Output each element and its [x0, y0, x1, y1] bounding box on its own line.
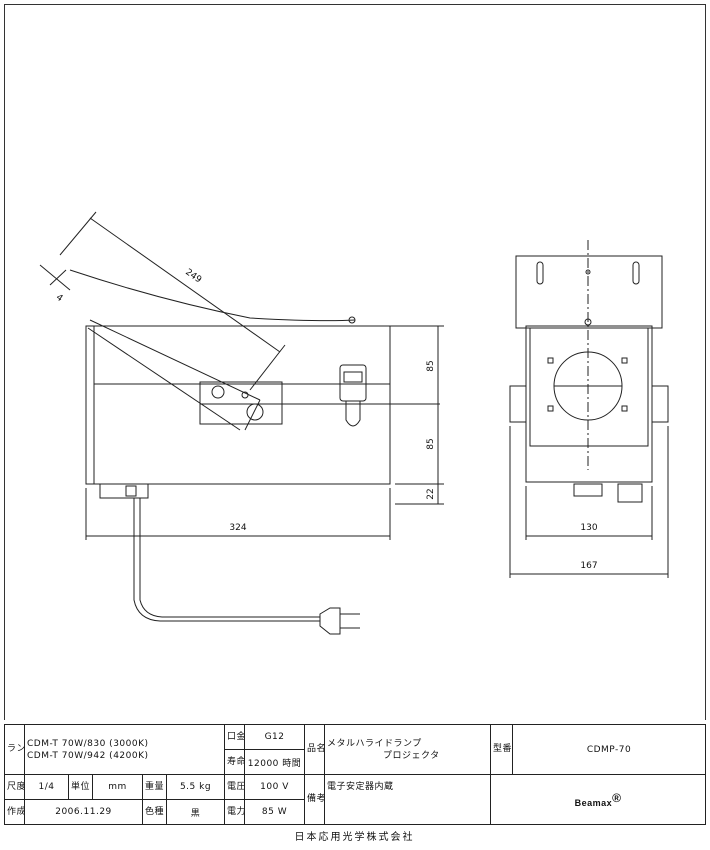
upper-cable: [69, 269, 356, 322]
date-label: 作成: [4, 799, 25, 825]
technical-drawing: 324 85 85 22 249 4 130 167: [4, 4, 706, 720]
model-label: 型番: [490, 724, 514, 775]
dim-text-130: 130: [580, 523, 597, 533]
company-name: 日本応用光学株式会社: [294, 832, 415, 843]
life-label: 寿命: [224, 749, 246, 775]
power-cord: [133, 498, 320, 622]
color-label: 色種: [142, 799, 167, 825]
model-value: CDMP-70: [512, 724, 707, 775]
life-value: 12000 時間: [244, 749, 306, 775]
scale-label: 尺度: [4, 774, 25, 800]
lamp-spec-1: CDM-T 70W/830 (3000K): [27, 738, 149, 749]
beamax-logo: Beamax®: [490, 774, 707, 825]
cable-gland: [99, 483, 149, 499]
housing-side: [85, 325, 391, 485]
mounting-bracket: [199, 381, 283, 425]
dim-line-249: [89, 217, 281, 353]
color-value: 黒: [165, 799, 226, 825]
product-name-1: メタルハライドランプ: [327, 738, 422, 749]
dim-text-324: 324: [229, 523, 246, 533]
sheet-border: [4, 4, 706, 720]
dim-text-85-top: 85: [426, 360, 436, 371]
unit-value: mm: [92, 774, 143, 800]
power-label: 電力: [224, 799, 246, 825]
side-knob-right: [651, 385, 669, 423]
housing-front: [525, 325, 653, 483]
top-bracket: [515, 255, 663, 329]
power-plug: [319, 607, 341, 635]
voltage-value: 100 V: [244, 774, 306, 800]
product-name-2: プロジェクタ: [383, 750, 440, 761]
base-value: G12: [244, 724, 306, 750]
lamp-label: ランプ: [4, 724, 25, 775]
title-block: ランプ CDM-T 70W/830 (3000K) CDM-T 70W/942 …: [4, 724, 707, 825]
date-value: 2006.11.29: [24, 799, 143, 825]
dim-text-85-bottom: 85: [426, 438, 436, 449]
side-knob-left: [509, 385, 527, 423]
product-label: 品名: [304, 724, 326, 775]
dim-text-249: 249: [183, 267, 203, 285]
power-value: 85 W: [244, 799, 306, 825]
remarks-label: 備考: [304, 774, 326, 825]
voltage-label: 電圧: [224, 774, 246, 800]
side-view: [39, 211, 444, 635]
base-label: 口金: [224, 724, 246, 750]
weight-value: 5.5 kg: [165, 774, 226, 800]
remarks-value: 電子安定器内蔵: [324, 774, 492, 825]
weight-label: 重量: [142, 774, 167, 800]
dim-text-4: 4: [54, 293, 65, 305]
front-view: [509, 240, 669, 578]
unit-label: 単位: [68, 774, 93, 800]
latch: [339, 364, 367, 402]
dim-text-167: 167: [580, 561, 597, 571]
scale-value: 1/4: [24, 774, 69, 800]
lamp-spec-2: CDM-T 70W/942 (4200K): [27, 750, 149, 761]
dim-text-22: 22: [426, 488, 436, 499]
